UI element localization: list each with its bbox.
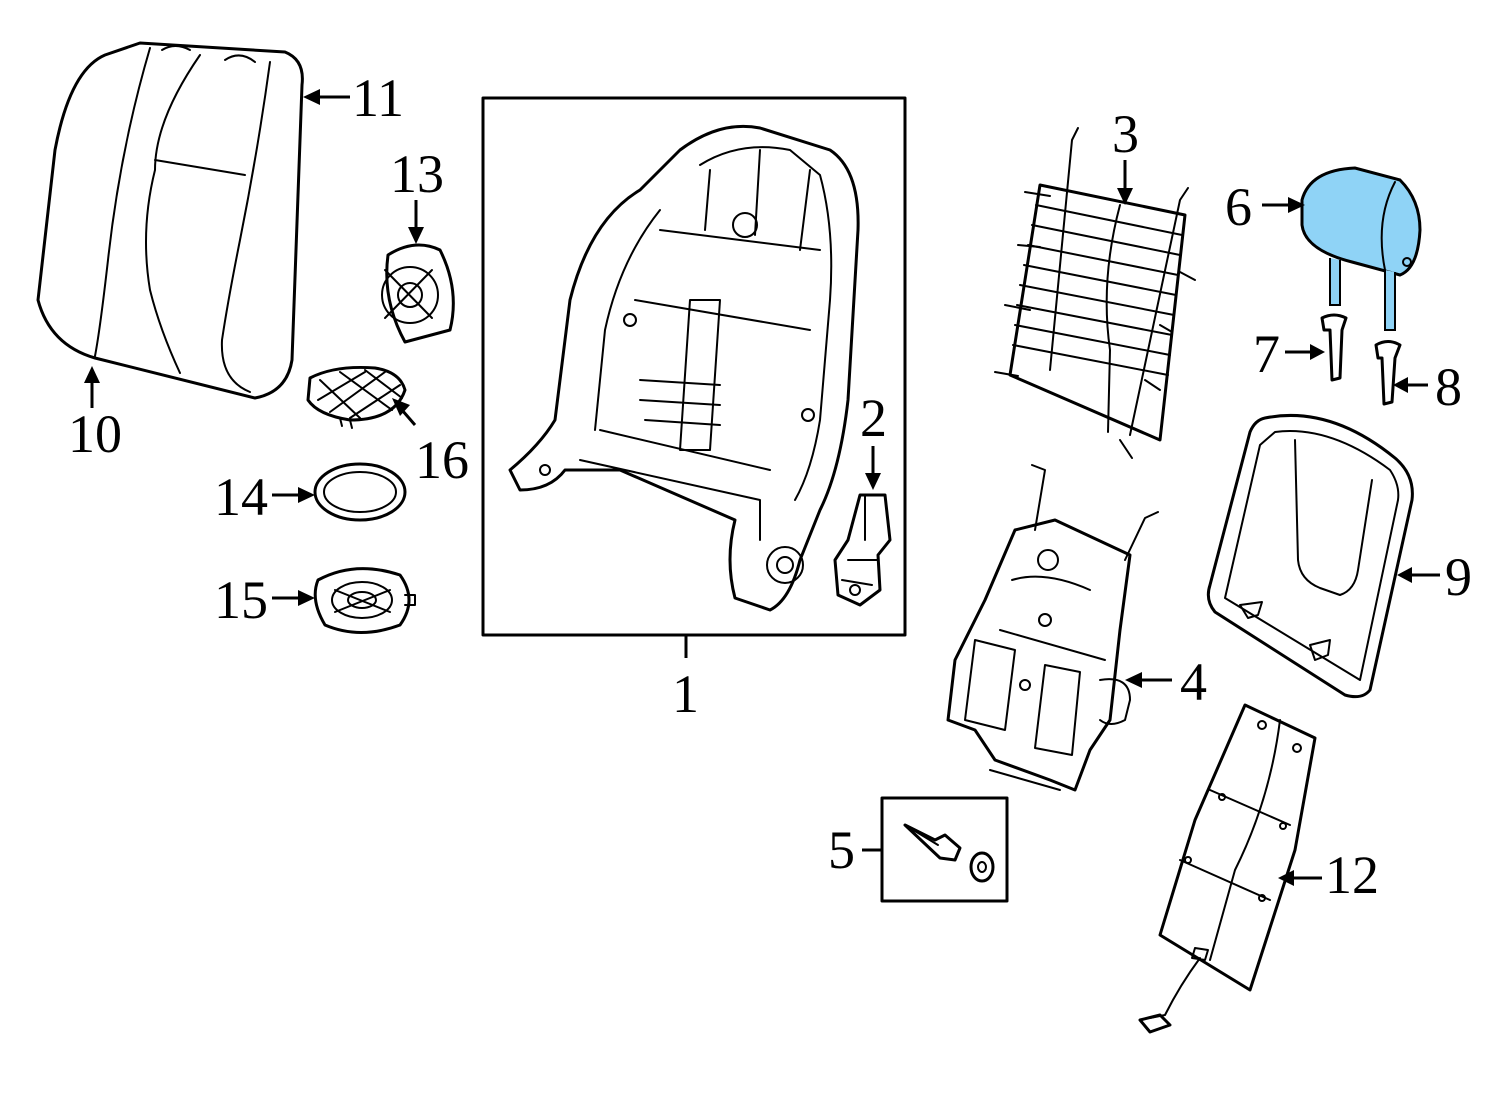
callout-5: 5 bbox=[828, 820, 855, 880]
callout-6: 6 bbox=[1225, 177, 1252, 237]
headrest-highlight bbox=[1300, 166, 1422, 277]
part-back-panel-9[interactable] bbox=[1206, 414, 1414, 699]
part-lumbar-mat-3[interactable] bbox=[994, 127, 1196, 459]
leader-lines bbox=[84, 89, 1440, 886]
callout-4: 4 bbox=[1180, 652, 1207, 712]
callout-11: 11 bbox=[352, 68, 404, 128]
frame-bounding-box bbox=[481, 96, 907, 637]
part-guide-8[interactable] bbox=[1374, 340, 1402, 406]
callout-14: 14 bbox=[214, 467, 268, 527]
bolt-kit-box bbox=[880, 796, 1009, 903]
part-bolt-kit-5[interactable] bbox=[880, 796, 1009, 903]
callout-8: 8 bbox=[1435, 357, 1462, 417]
part-headrest-6[interactable] bbox=[1300, 166, 1422, 331]
callout-15: 15 bbox=[214, 570, 268, 630]
part-guide-7[interactable] bbox=[1320, 313, 1348, 382]
callout-2: 2 bbox=[860, 388, 887, 448]
callout-labels: 11 10 13 16 14 15 1 2 3 4 5 6 7 8 9 12 bbox=[68, 68, 1472, 905]
part-speaker-13[interactable] bbox=[381, 243, 455, 344]
callout-13: 13 bbox=[390, 144, 444, 204]
callout-10: 10 bbox=[68, 404, 122, 464]
part-ring-14[interactable] bbox=[313, 462, 407, 522]
callout-7: 7 bbox=[1253, 324, 1280, 384]
part-motor-2[interactable] bbox=[833, 493, 892, 607]
part-grille-16[interactable] bbox=[306, 365, 407, 429]
part-frame-box[interactable] bbox=[481, 96, 907, 637]
callout-9: 9 bbox=[1445, 547, 1472, 607]
callout-3: 3 bbox=[1112, 104, 1139, 164]
part-heater-pad-12[interactable] bbox=[1138, 703, 1317, 1034]
callout-1: 1 bbox=[672, 664, 699, 724]
callout-16: 16 bbox=[415, 430, 469, 490]
callout-12: 12 bbox=[1325, 845, 1379, 905]
part-seat-back-cover[interactable] bbox=[36, 41, 304, 400]
part-speaker-15[interactable] bbox=[313, 567, 416, 634]
part-pan-4[interactable] bbox=[946, 464, 1159, 792]
